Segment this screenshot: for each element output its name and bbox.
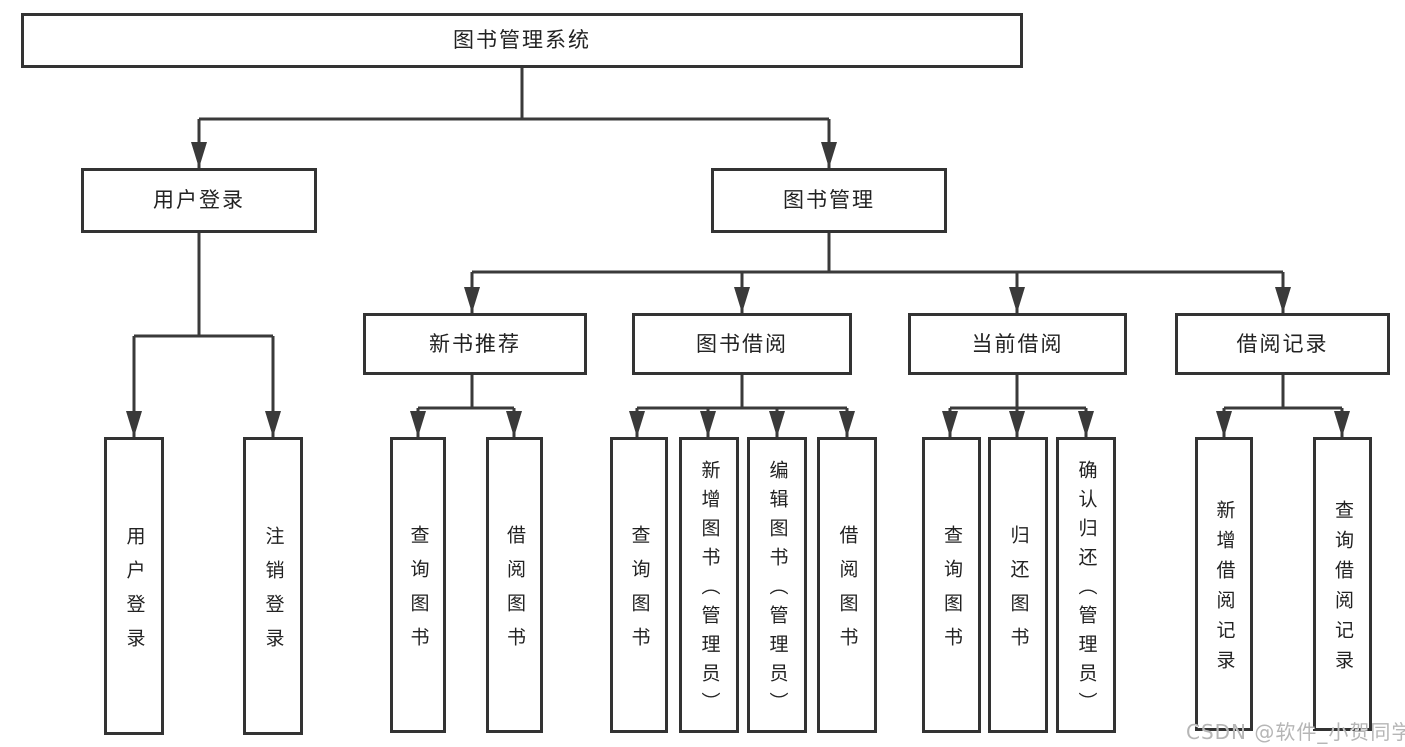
leaf-borrowing-borrow-book-label: 借阅图书 (836, 524, 859, 661)
leaf-return-book: 归还图书 (988, 437, 1048, 733)
leaf-recommend-query-book-label: 查询图书 (407, 524, 430, 661)
leaf-borrowing-query-book-label: 查询图书 (628, 524, 651, 661)
leaf-recommend-borrow-book: 借阅图书 (486, 437, 543, 733)
leaf-add-borrow-record-label: 新增借阅记录 (1213, 499, 1236, 680)
csdn-watermark: CSDN @软件_小贺同学 (1186, 720, 1405, 744)
leaf-recommend-query-book: 查询图书 (390, 437, 446, 733)
leaf-add-book-admin: 新增图书（管理员） (679, 437, 739, 733)
node-new-book-recommend-label: 新书推荐 (429, 331, 521, 356)
leaf-logout: 注销登录 (243, 437, 303, 735)
leaf-logout-label: 注销登录 (262, 525, 285, 662)
leaf-edit-book-admin-label: 编辑图书（管理员） (766, 459, 789, 721)
leaf-borrowing-query-book: 查询图书 (610, 437, 668, 733)
leaf-query-borrow-record: 查询借阅记录 (1313, 437, 1372, 731)
node-user-login-label: 用户登录 (153, 188, 245, 212)
node-new-book-recommend: 新书推荐 (363, 313, 587, 375)
node-borrow-records: 借阅记录 (1175, 313, 1390, 375)
node-book-borrowing-label: 图书借阅 (696, 331, 788, 356)
node-book-management: 图书管理 (711, 168, 947, 233)
leaf-return-book-label: 归还图书 (1007, 524, 1030, 661)
connector-lines (132, 68, 1344, 437)
node-current-borrowing-label: 当前借阅 (971, 331, 1064, 356)
arrowheads (126, 142, 1350, 437)
leaf-confirm-return-admin: 确认归还（管理员） (1056, 437, 1116, 733)
leaf-edit-book-admin: 编辑图书（管理员） (747, 437, 807, 733)
leaf-user-login-label: 用户登录 (123, 525, 146, 662)
node-borrow-records-label: 借阅记录 (1236, 331, 1329, 356)
leaf-confirm-return-admin-label: 确认归还（管理员） (1075, 459, 1098, 721)
leaf-query-borrow-record-label: 查询借阅记录 (1332, 499, 1354, 680)
leaf-borrowing-borrow-book: 借阅图书 (817, 437, 877, 733)
node-book-borrowing: 图书借阅 (632, 313, 852, 375)
node-user-login: 用户登录 (81, 168, 317, 233)
node-root-label: 图书管理系统 (453, 28, 591, 52)
node-book-management-label: 图书管理 (783, 188, 875, 212)
leaf-recommend-borrow-book-label: 借阅图书 (504, 524, 526, 661)
leaf-user-login: 用户登录 (104, 437, 164, 735)
leaf-add-borrow-record: 新增借阅记录 (1195, 437, 1253, 731)
node-current-borrowing: 当前借阅 (908, 313, 1127, 375)
leaf-add-book-admin-label: 新增图书（管理员） (698, 459, 721, 721)
leaf-current-query-book: 查询图书 (922, 437, 981, 733)
leaf-current-query-book-label: 查询图书 (941, 524, 963, 661)
node-root: 图书管理系统 (21, 13, 1023, 68)
